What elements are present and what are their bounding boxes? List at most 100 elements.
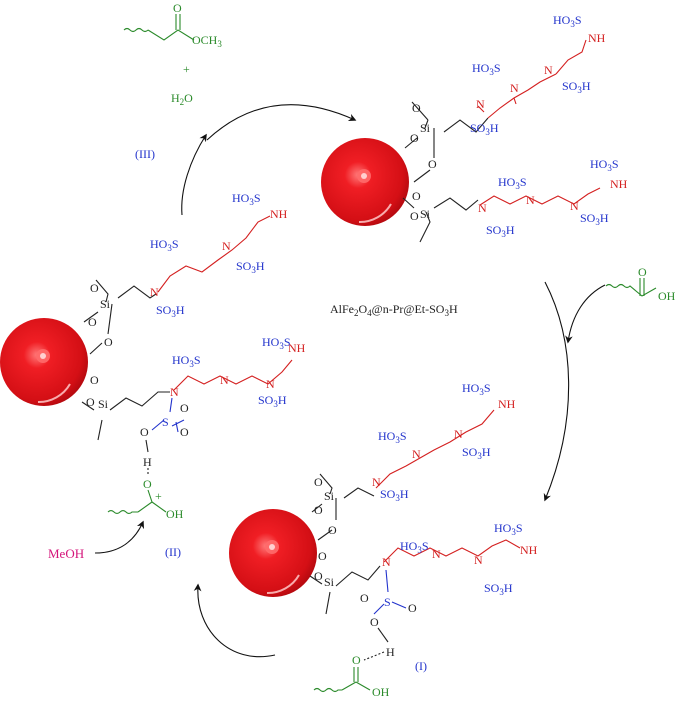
svg-text:O: O [328,523,337,537]
svg-text:HO3S: HO3S [378,429,407,445]
svg-text:N: N [372,475,381,489]
svg-text:O: O [428,157,437,171]
svg-text:N: N [570,199,579,213]
svg-text:N: N [150,285,159,299]
svg-text:+: + [155,489,162,503]
arrow-step-III-up [181,133,207,216]
ester-methoxy: OCH3 [192,33,222,49]
svg-text:HO3S: HO3S [262,335,291,351]
svg-text:H: H [386,645,395,659]
svg-text:N: N [544,63,553,77]
svg-text:N: N [412,447,421,461]
svg-text:O: O [140,425,149,439]
svg-text:SO3H: SO3H [236,259,265,275]
svg-text:O: O [90,281,99,295]
catalyst-name: AlFe2O4@n-Pr@Et-SO3H [330,302,458,318]
catalyst-top-right: O Si O O N N N NH HO3S HO3S SO3H SO3H O … [320,13,628,243]
svg-text:O: O [314,475,323,489]
svg-text:O: O [408,601,417,615]
svg-text:OH: OH [166,507,184,521]
methanol-label: MeOH [48,546,84,561]
svg-text:Si: Si [420,207,431,221]
svg-text:O: O [412,101,421,115]
svg-text:SO3H: SO3H [380,487,409,503]
svg-text:O: O [638,265,647,279]
svg-text:O: O [370,615,379,629]
svg-text:SO3H: SO3H [462,445,491,461]
svg-text:HO3S: HO3S [498,175,527,191]
svg-text:N: N [526,193,535,207]
step-II-label: (II) [165,545,181,559]
svg-text:N: N [474,553,483,567]
svg-text:HO3S: HO3S [494,521,523,537]
svg-text:SO3H: SO3H [156,303,185,319]
svg-text:O: O [143,477,152,491]
catalyst-left-intermediate: O Si O O N N NH HO3S HO3S SO3H SO3H O O … [0,191,306,521]
svg-text:S: S [384,595,391,609]
svg-text:N: N [454,427,463,441]
svg-text:O: O [410,131,419,145]
svg-text:NH: NH [588,31,606,45]
svg-text:HO3S: HO3S [553,13,582,29]
svg-text:HO3S: HO3S [150,237,179,253]
product-ester: O OCH3 [123,1,222,49]
svg-text:OH: OH [658,289,676,303]
svg-text:O: O [318,549,327,563]
svg-text:Si: Si [324,575,335,589]
svg-text:O: O [104,335,113,349]
ester-carbonyl-o: O [173,1,182,15]
svg-text:SO3H: SO3H [562,79,591,95]
svg-text:O: O [360,591,369,605]
svg-text:O: O [90,373,99,387]
svg-text:HO3S: HO3S [172,353,201,369]
arrow-methanol [94,520,145,554]
svg-text:O: O [86,395,95,409]
svg-text:O: O [180,401,189,415]
svg-text:NH: NH [270,207,288,221]
svg-text:NH: NH [498,397,516,411]
svg-text:N: N [510,81,519,95]
svg-text:HO3S: HO3S [400,539,429,555]
water: H2O [171,91,193,107]
svg-text:N: N [382,555,391,569]
svg-text:Si: Si [98,397,109,411]
svg-text:NH: NH [288,341,306,355]
svg-text:SO3H: SO3H [580,211,609,227]
arrow-step-II [193,583,276,658]
svg-text:N: N [266,377,275,391]
arrow-to-catalyst [206,104,357,141]
nanoparticle [0,317,89,407]
svg-text:O: O [412,189,421,203]
svg-text:N: N [170,385,179,399]
svg-text:HO3S: HO3S [472,61,501,77]
svg-text:O: O [88,315,97,329]
nanoparticle [320,137,410,227]
svg-text:HO3S: HO3S [462,381,491,397]
svg-text:SO3H: SO3H [258,393,287,409]
svg-text:Si: Si [100,297,111,311]
arrow-acid-in [565,284,606,344]
svg-text:Si: Si [324,489,335,503]
svg-text:O: O [180,425,189,439]
svg-text:OH: OH [372,685,390,699]
carboxylic-acid-reactant: O OH [605,265,676,303]
step-III-label: (III) [135,147,155,161]
svg-text:O: O [314,503,323,517]
svg-text:N: N [476,97,485,111]
step-I-label: (I) [415,659,427,673]
svg-text:SO3H: SO3H [470,121,499,137]
svg-text:O: O [314,569,323,583]
svg-text:N: N [220,373,229,387]
svg-text:N: N [222,239,231,253]
svg-text:N: N [478,201,487,215]
svg-text:O: O [352,653,361,667]
svg-text:HO3S: HO3S [590,157,619,173]
svg-text:O: O [410,209,419,223]
svg-text:N: N [432,547,441,561]
svg-text:HO3S: HO3S [232,191,261,207]
svg-text:SO3H: SO3H [486,223,515,239]
nanoparticle [228,508,318,598]
catalyst-bottom-intermediate: O Si O O N N N NH HO3S HO3S SO3H SO3H O … [228,381,538,699]
svg-text:Si: Si [420,121,431,135]
